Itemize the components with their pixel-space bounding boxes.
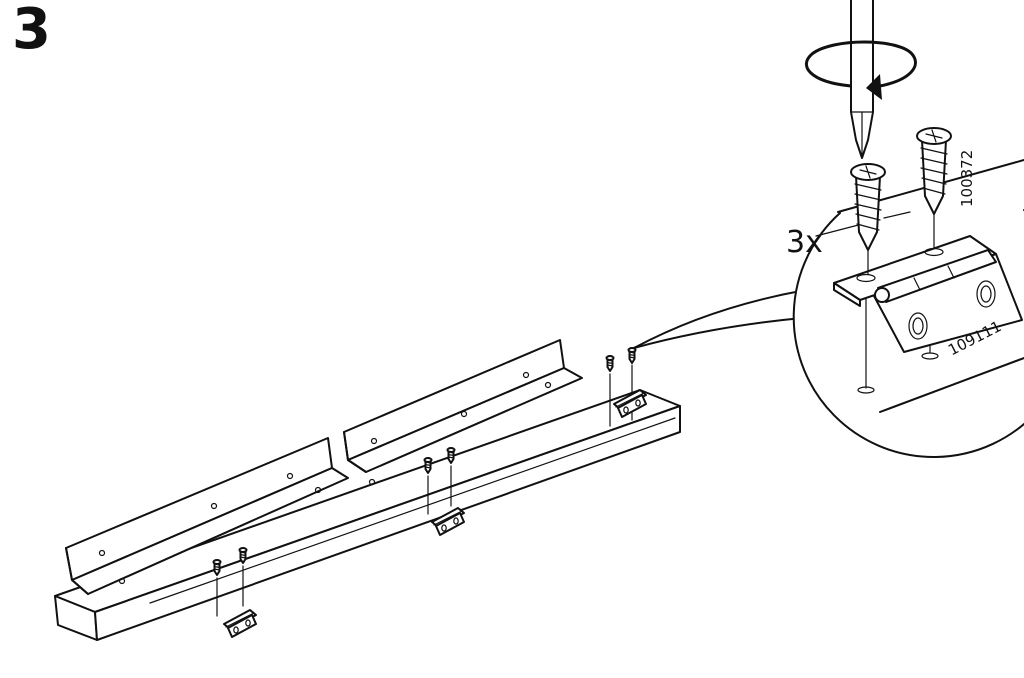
- screw-part-number: 100372: [958, 149, 976, 207]
- step-number: 3: [12, 0, 51, 62]
- screw-enlarged-right: [916, 127, 952, 249]
- left-rail: [65, 437, 349, 595]
- board: [54, 389, 681, 641]
- screwdriver: [850, 0, 874, 159]
- hinge-enlarged: [833, 235, 1023, 353]
- right-rail: [343, 339, 583, 486]
- hinge-left: [212, 547, 257, 638]
- hinge-middle: [423, 447, 465, 536]
- rotation-arrow-icon: [805, 40, 917, 100]
- screw-enlarged-left: [850, 163, 886, 275]
- detail-callout: [792, 0, 1024, 458]
- quantity-label: 3x: [786, 225, 823, 260]
- hinge-right: [605, 347, 647, 427]
- callout-leader: [633, 289, 807, 349]
